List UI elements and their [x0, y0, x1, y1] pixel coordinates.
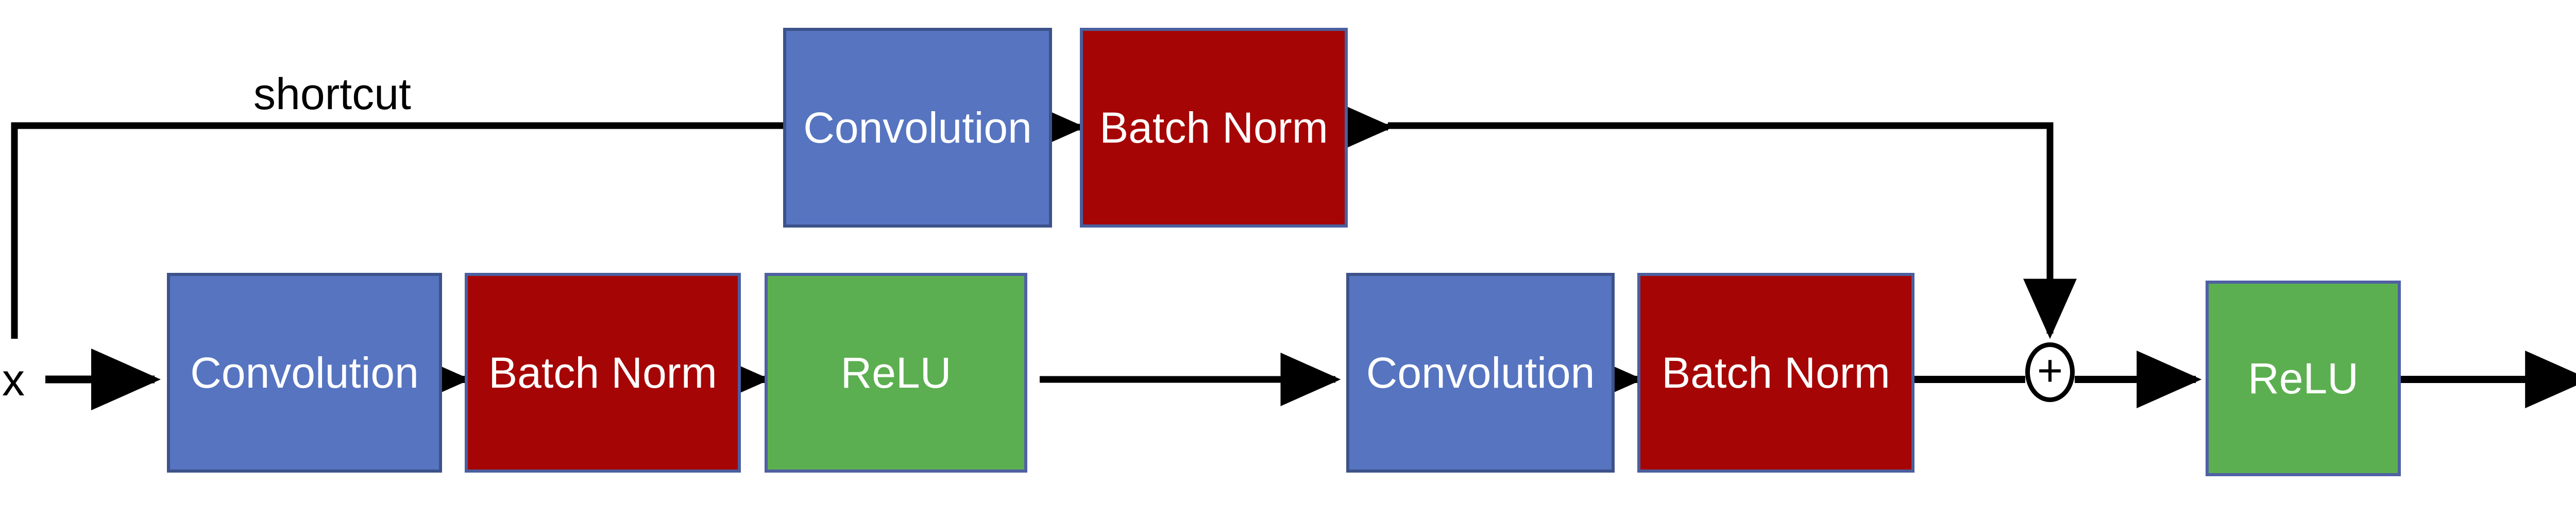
block-label: Batch Norm: [1662, 349, 1890, 397]
block-label: Convolution: [803, 103, 1032, 152]
block-label: ReLU: [840, 349, 952, 397]
block-label: Convolution: [1366, 349, 1595, 397]
input-label: x: [2, 354, 25, 405]
block-label: ReLU: [2248, 354, 2359, 403]
main-batch-norm-2-block[interactable]: Batch Norm: [1637, 273, 1914, 473]
block-label: Batch Norm: [1099, 103, 1328, 152]
main-relu-1-block[interactable]: ReLU: [765, 273, 1027, 473]
block-label: Batch Norm: [488, 349, 717, 397]
shortcut-batch-norm-block[interactable]: Batch Norm: [1080, 28, 1348, 228]
main-batch-norm-1-block[interactable]: Batch Norm: [465, 273, 741, 473]
shortcut-convolution-block[interactable]: Convolution: [783, 28, 1052, 228]
main-convolution-1-block[interactable]: Convolution: [167, 273, 442, 473]
main-convolution-2-block[interactable]: Convolution: [1346, 273, 1615, 473]
plus-icon: +: [2037, 346, 2063, 395]
output-relu-block[interactable]: ReLU: [2206, 281, 2401, 476]
block-label: Convolution: [190, 349, 419, 397]
sum-node[interactable]: +: [2025, 342, 2075, 402]
shortcut-label: shortcut: [253, 70, 411, 119]
